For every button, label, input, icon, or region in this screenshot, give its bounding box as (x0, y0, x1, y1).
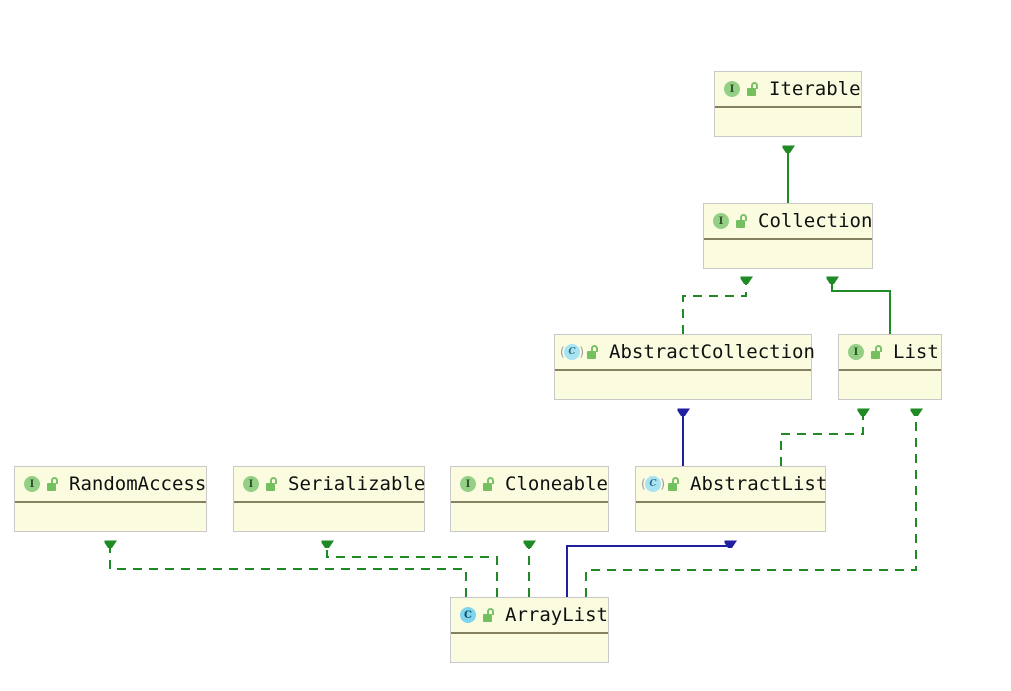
unlocked-padlock-icon (483, 477, 496, 491)
class-node-cloneable[interactable]: I Cloneable (450, 466, 609, 532)
class-name-label: Cloneable (505, 472, 608, 495)
class-node-title-row: I Iterable (715, 72, 861, 108)
unlocked-padlock-icon (747, 82, 760, 96)
class-members-compartment (839, 371, 941, 399)
class-members-compartment (15, 503, 206, 531)
class-name-label: ArrayList (505, 603, 608, 626)
class-node-title-row: ( C ) AbstractCollection (555, 335, 815, 371)
unlocked-padlock-icon (871, 345, 884, 359)
edge-abstractcollection-to-collection (682, 282, 746, 334)
interface-icon: I (459, 475, 477, 493)
edge-arraylist-to-abstractlist (566, 545, 730, 597)
class-members-compartment (555, 371, 811, 399)
edge-arraylist-to-serializable (327, 546, 498, 597)
class-node-list[interactable]: I List (838, 334, 942, 400)
class-node-title-row: C ArrayList (451, 598, 608, 634)
class-name-label: AbstractList (690, 472, 828, 495)
abstract-class-icon: ( C ) (560, 344, 584, 360)
interface-icon: I (723, 80, 741, 98)
abstract-class-icon: ( C ) (641, 476, 665, 492)
class-members-compartment (715, 108, 861, 136)
edge-list-to-collection (832, 282, 891, 334)
class-name-label: Serializable (288, 472, 426, 495)
class-node-collection[interactable]: I Collection (703, 203, 873, 269)
class-members-compartment (451, 503, 608, 531)
unlocked-padlock-icon (736, 214, 749, 228)
unlocked-padlock-icon (266, 477, 279, 491)
abstract-paren-right: ) (660, 477, 665, 491)
interface-icon: I (712, 212, 730, 230)
abstract-paren-left: ( (560, 345, 565, 359)
unlocked-padlock-icon (668, 477, 681, 491)
class-members-compartment (704, 240, 872, 268)
class-node-serializable[interactable]: I Serializable (233, 466, 425, 532)
interface-icon: I (847, 343, 865, 361)
edge-abstractlist-to-list (780, 414, 863, 466)
class-node-abstractcollection[interactable]: ( C ) AbstractCollection (554, 334, 815, 400)
interface-icon: I (242, 475, 260, 493)
class-node-title-row: ( C ) AbstractList (636, 467, 828, 503)
class-icon: C (459, 606, 477, 624)
class-members-compartment (451, 634, 608, 662)
class-node-iterable[interactable]: I Iterable (714, 71, 862, 137)
class-members-compartment (636, 503, 825, 531)
unlocked-padlock-icon (483, 608, 496, 622)
interface-icon: I (23, 475, 41, 493)
class-name-label: List (893, 340, 939, 363)
class-node-randomaccess[interactable]: I RandomAccess (14, 466, 207, 532)
class-node-arraylist[interactable]: C ArrayList (450, 597, 609, 663)
class-name-label: Collection (758, 209, 873, 232)
class-name-label: AbstractCollection (609, 340, 815, 363)
class-node-title-row: I Collection (704, 204, 872, 240)
unlocked-padlock-icon (587, 345, 600, 359)
class-name-label: RandomAccess (69, 472, 207, 495)
class-node-abstractlist[interactable]: ( C ) AbstractList (635, 466, 828, 532)
class-node-title-row: I RandomAccess (15, 467, 206, 503)
class-name-label: Iterable (769, 77, 861, 100)
abstract-paren-right: ) (579, 345, 584, 359)
class-node-title-row: I Serializable (234, 467, 426, 503)
unlocked-padlock-icon (47, 477, 60, 491)
class-node-title-row: I List (839, 335, 941, 371)
class-members-compartment (234, 503, 424, 531)
class-node-title-row: I Cloneable (451, 467, 608, 503)
edge-arraylist-to-randomaccess (110, 546, 467, 597)
